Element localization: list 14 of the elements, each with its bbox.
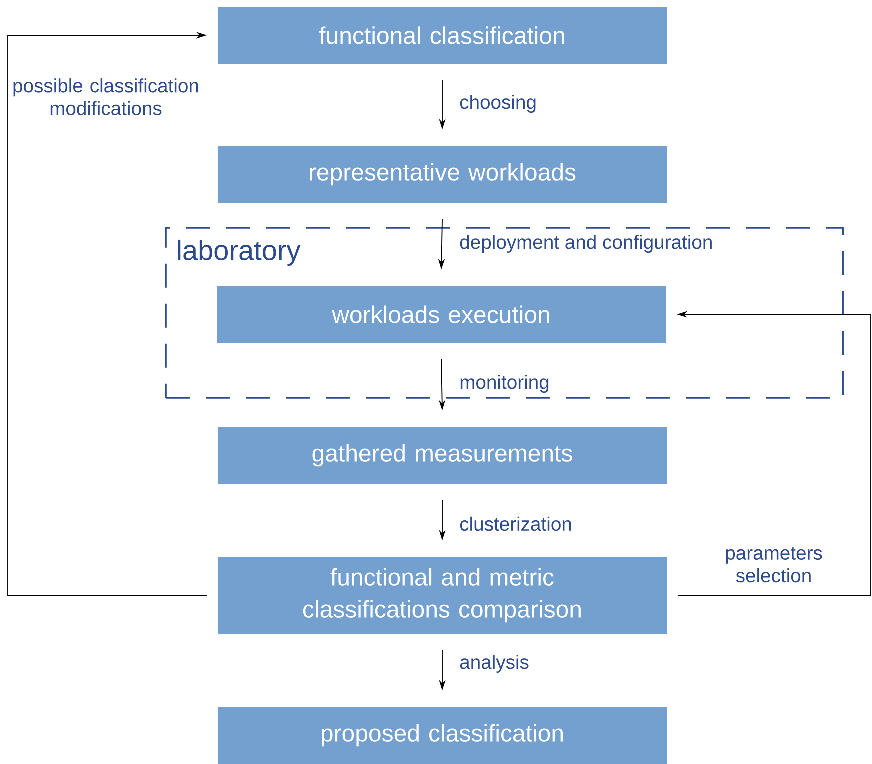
edge-label: parameters selection xyxy=(726,547,822,583)
process-box: functional classification xyxy=(218,6,668,64)
process-box: gathered measurements xyxy=(218,426,668,484)
edge-label: monitoring xyxy=(460,374,549,393)
edge-label: choosing xyxy=(460,95,536,114)
process-box: proposed classification xyxy=(218,706,668,764)
edge-label: possible classification modifications xyxy=(14,78,198,116)
process-box: workloads execution xyxy=(217,286,666,344)
edge-label: deployment and configuration xyxy=(460,235,712,254)
process-box: functional and metric classifications comparison xyxy=(218,556,668,634)
edge-label: clusterization xyxy=(460,516,572,532)
arrow xyxy=(8,32,208,596)
edge-label: analysis xyxy=(460,654,529,673)
process-box: representative workloads xyxy=(218,146,668,204)
